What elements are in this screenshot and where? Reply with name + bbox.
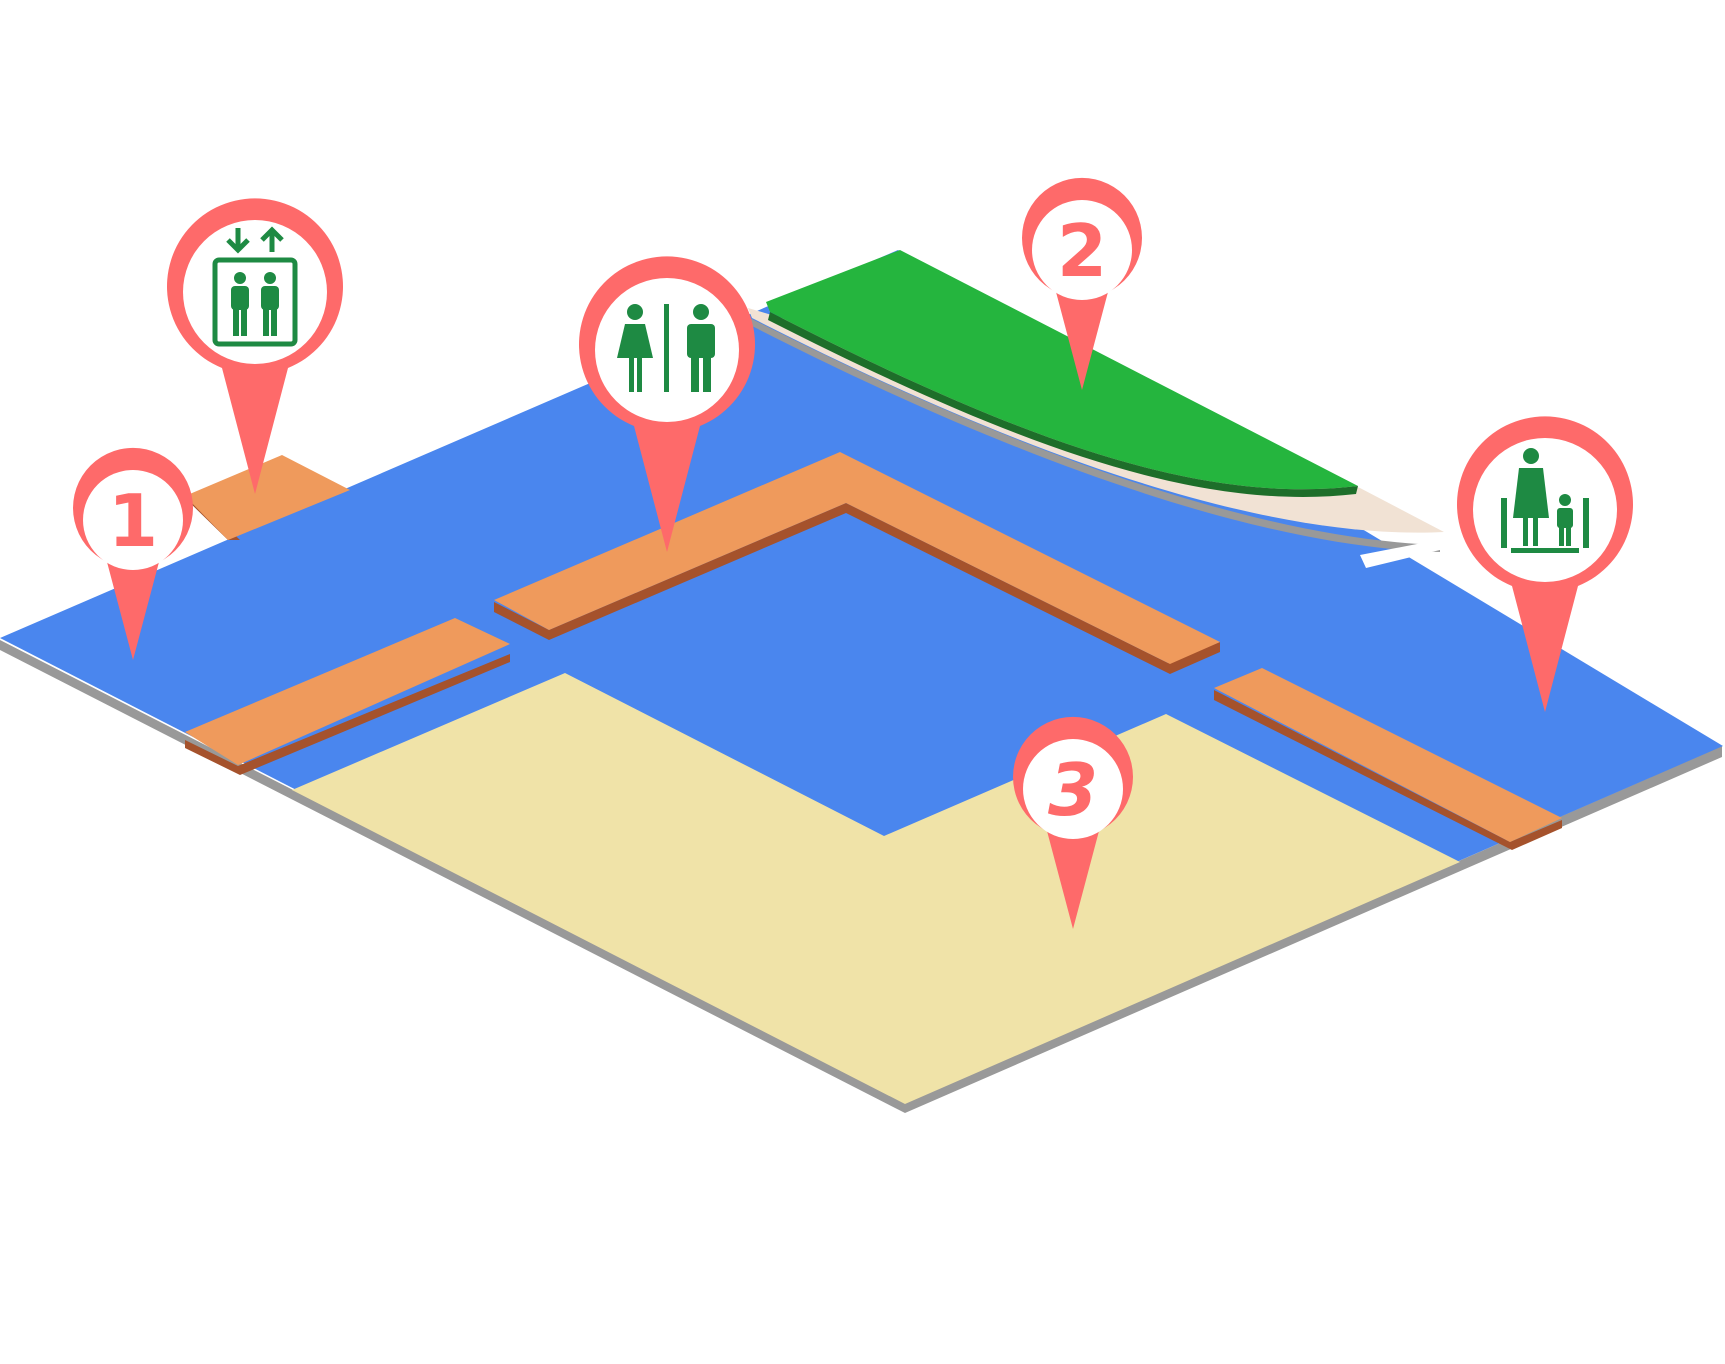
elevator-icon <box>212 226 298 347</box>
corridor-left <box>185 618 510 765</box>
corridor-left-shadow <box>185 654 510 775</box>
pin-inner-circle <box>1032 200 1132 300</box>
marker-3[interactable]: 3 <box>1013 716 1133 929</box>
corridor-right <box>1214 668 1562 842</box>
marker-1[interactable]: 1 <box>73 447 193 660</box>
pin-inner-circle <box>83 470 183 570</box>
corridor-top-left <box>185 455 350 540</box>
marker-2[interactable]: 2 <box>1022 177 1142 390</box>
marker-label: 1 <box>108 479 158 563</box>
corridor-center-shadow <box>494 503 1220 674</box>
family-escalator-icon <box>1501 448 1589 553</box>
marker-label: 3 <box>1048 748 1098 832</box>
floor-notch <box>1360 538 1448 568</box>
marker-restroom[interactable] <box>579 256 755 552</box>
pin-inner-circle <box>1023 739 1123 839</box>
restroom-icon <box>617 304 715 392</box>
zone-3-area <box>292 673 1460 1104</box>
marker-elevator[interactable] <box>167 198 343 494</box>
corridor-center <box>494 452 1220 664</box>
marker-label: 2 <box>1057 209 1107 293</box>
marker-family[interactable] <box>1457 416 1633 712</box>
pin-inner-circle <box>183 220 327 364</box>
zone-2-area <box>766 250 1358 490</box>
